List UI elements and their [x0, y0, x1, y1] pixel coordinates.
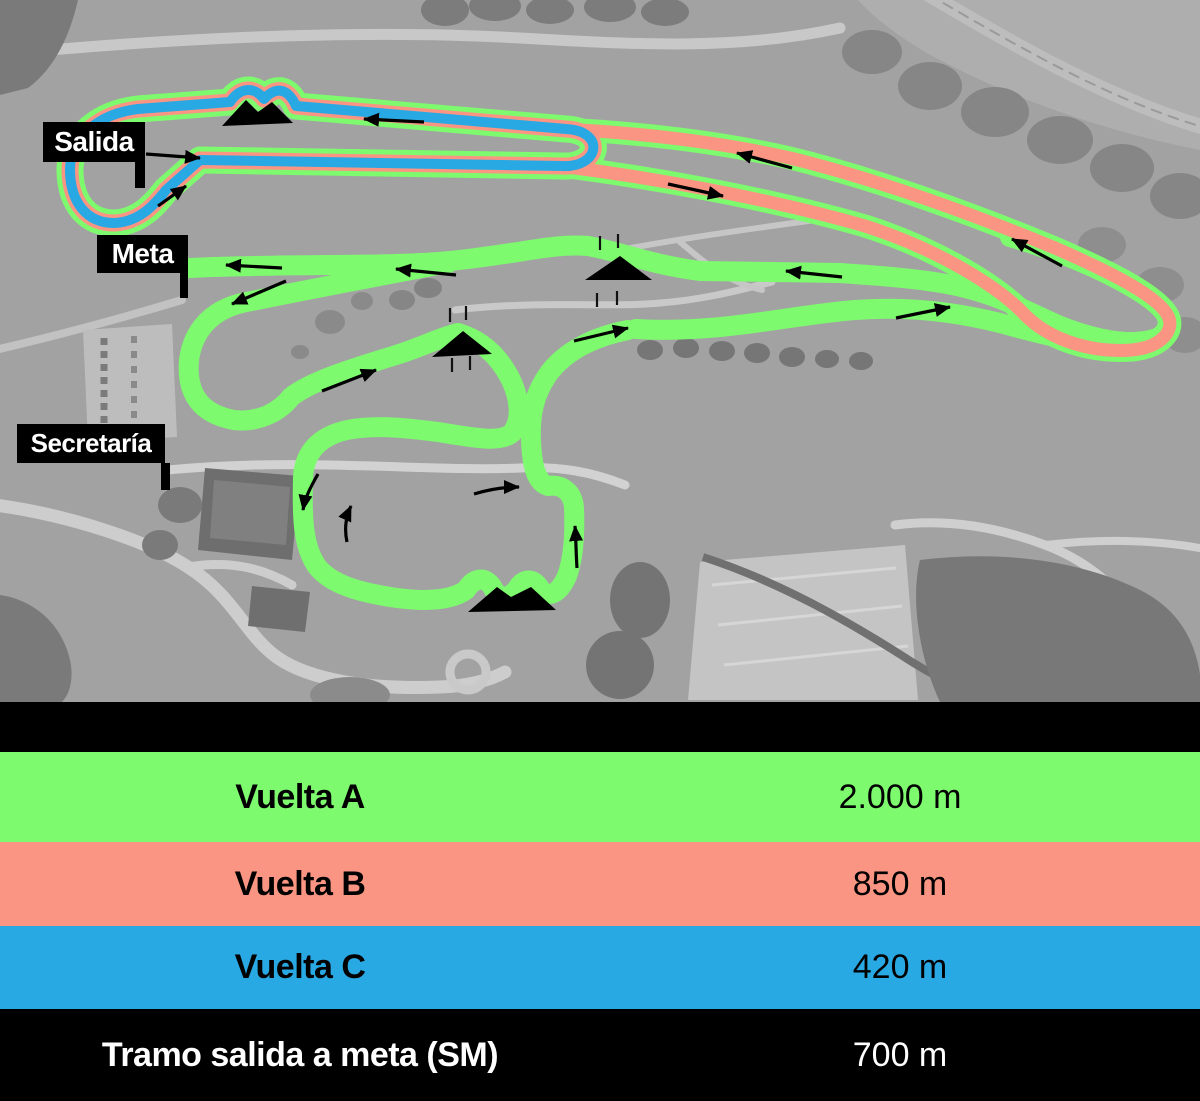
finish-label-pointer: [180, 273, 188, 298]
distance-legend: Vuelta A 2.000 m Vuelta B 850 m Vuelta C…: [0, 702, 1200, 1101]
route-a-outbound-strand: [626, 298, 1102, 355]
direction-arrow: [1011, 237, 1063, 268]
legend-route-distance: 850 m: [852, 864, 948, 903]
mound-obstacle: [468, 587, 556, 612]
direction-arrow: [321, 368, 377, 393]
direction-arrow: [895, 303, 951, 320]
mound-obstacle: [222, 100, 293, 126]
legend-row-vuelta-c: Vuelta C 420 m: [0, 926, 1200, 1009]
route-c-blue-layer: [64, 85, 599, 228]
direction-arrow: [231, 279, 287, 306]
background-water: [858, 0, 1200, 150]
mound-obstacle: [432, 331, 492, 357]
direction-arrow: [667, 182, 724, 200]
mound-obstacle: [585, 256, 652, 280]
background-roads: [0, 0, 1200, 695]
direction-arrow: [338, 505, 353, 543]
background-buildings: [198, 468, 310, 632]
legend-route-distance: 2.000 m: [838, 777, 962, 816]
direction-arrow: [363, 112, 425, 127]
legend-row-vuelta-b: Vuelta B 850 m: [0, 842, 1200, 926]
direction-arrow: [569, 525, 584, 569]
direction-arrow: [473, 480, 520, 496]
obstacle-mounds: [222, 100, 652, 612]
legend-route-name: Vuelta A: [235, 777, 365, 816]
direction-arrow: [736, 150, 793, 170]
legend-route-name: Tramo salida a meta (SM): [101, 1035, 499, 1074]
legend-route-distance: 700 m: [852, 1035, 948, 1074]
course-map-drawing: [0, 0, 1200, 702]
direction-arrow: [395, 263, 457, 278]
direction-arrow: [145, 149, 201, 164]
course-map: Salida Meta Secretaría: [0, 0, 1200, 702]
direction-arrow: [225, 258, 283, 273]
office-label: Secretaría: [17, 424, 165, 463]
legend-row-start-to-finish: Tramo salida a meta (SM) 700 m: [0, 1009, 1200, 1101]
route-a-middle-loop-and-snake: [178, 253, 638, 610]
legend-route-distance: 420 m: [852, 948, 948, 986]
gate-ticks: [448, 234, 620, 372]
direction-arrow: [785, 265, 843, 280]
finish-label: Meta: [97, 235, 188, 273]
legend-row-vuelta-a: Vuelta A 2.000 m: [0, 752, 1200, 842]
direction-arrow: [573, 324, 629, 343]
direction-arrow: [298, 473, 320, 511]
legend-route-name: Vuelta B: [234, 864, 366, 903]
direction-arrow: [157, 184, 187, 208]
route-c-loop: [64, 85, 599, 228]
office-label-pointer: [161, 463, 170, 490]
start-label: Salida: [43, 122, 145, 162]
background-trees: [0, 0, 1200, 702]
legend-route-name: Vuelta C: [234, 948, 366, 986]
legend-top-bar: [0, 702, 1200, 752]
start-label-pointer: [135, 162, 145, 188]
direction-arrows: [145, 112, 1063, 569]
route-b-extension: [553, 122, 1177, 357]
